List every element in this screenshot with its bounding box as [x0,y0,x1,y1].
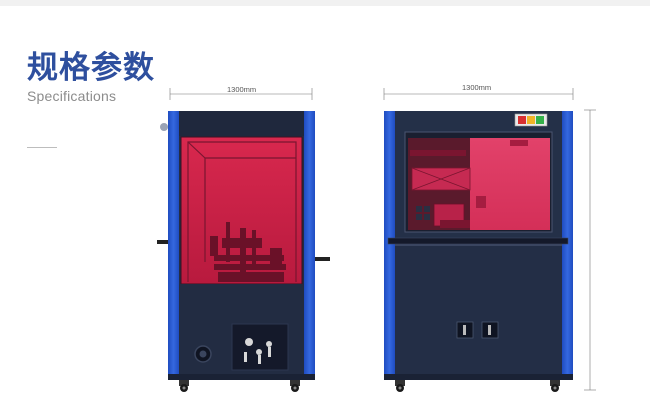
left-side-handle [157,240,169,244]
front-window-pink-panel [470,138,550,230]
tower-light [514,113,548,127]
right-right-blue-pillar [562,111,573,379]
page-title: 规格参数 [27,50,155,86]
left-base [168,374,315,380]
shelf-edge [395,244,562,246]
right-lower-panel [395,246,562,374]
right-width-label: 1300mm [462,83,492,92]
right-side-handle [314,257,330,261]
right-width-dimension-line [383,88,574,100]
front-interior-details [410,140,528,228]
power-switch-center [199,350,207,358]
top-fitting [160,123,168,131]
right-base [384,374,573,380]
left-interior-mechanism [210,222,286,282]
page-subtitle: Specifications [27,88,117,104]
right-left-blue-pillar [384,111,395,379]
connector-plugs [244,338,272,364]
left-blue-pillar [168,111,179,379]
left-casters [179,380,300,392]
right-machine [383,88,596,392]
top-border-strip [0,0,650,6]
front-switches [456,321,499,339]
left-interior-frame [187,141,297,282]
left-width-dimension-line [169,88,313,100]
left-machine [157,88,330,392]
left-width-label: 1300mm [227,85,257,94]
right-casters [395,380,560,392]
height-dimension-line [584,109,596,391]
left-top-panel [179,111,304,136]
work-shelf [387,237,569,245]
title-divider [27,147,57,148]
right-blue-pillar [304,111,315,379]
